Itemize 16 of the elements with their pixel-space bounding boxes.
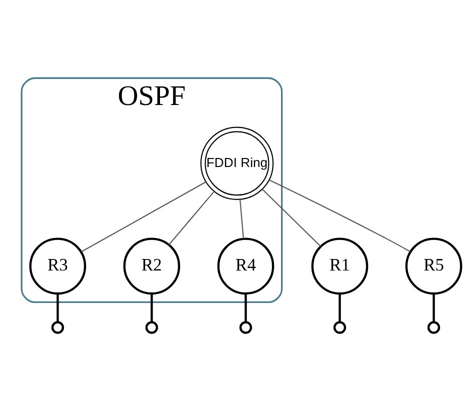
connector — [244, 293, 247, 322]
connector — [168, 190, 215, 245]
node-circle: R2 — [123, 237, 180, 294]
connector — [269, 179, 411, 252]
node-circle: R3 — [29, 237, 86, 294]
connector — [240, 198, 244, 238]
connector — [338, 293, 341, 322]
connector — [150, 293, 153, 322]
connector — [80, 181, 206, 252]
node-circle: FDDI Ring — [200, 126, 274, 200]
connector — [432, 293, 435, 322]
connector — [56, 293, 59, 322]
connector — [262, 188, 322, 246]
node-circle: R4 — [217, 237, 274, 294]
node-circle: R5 — [405, 237, 462, 294]
node-circle: R1 — [311, 237, 368, 294]
